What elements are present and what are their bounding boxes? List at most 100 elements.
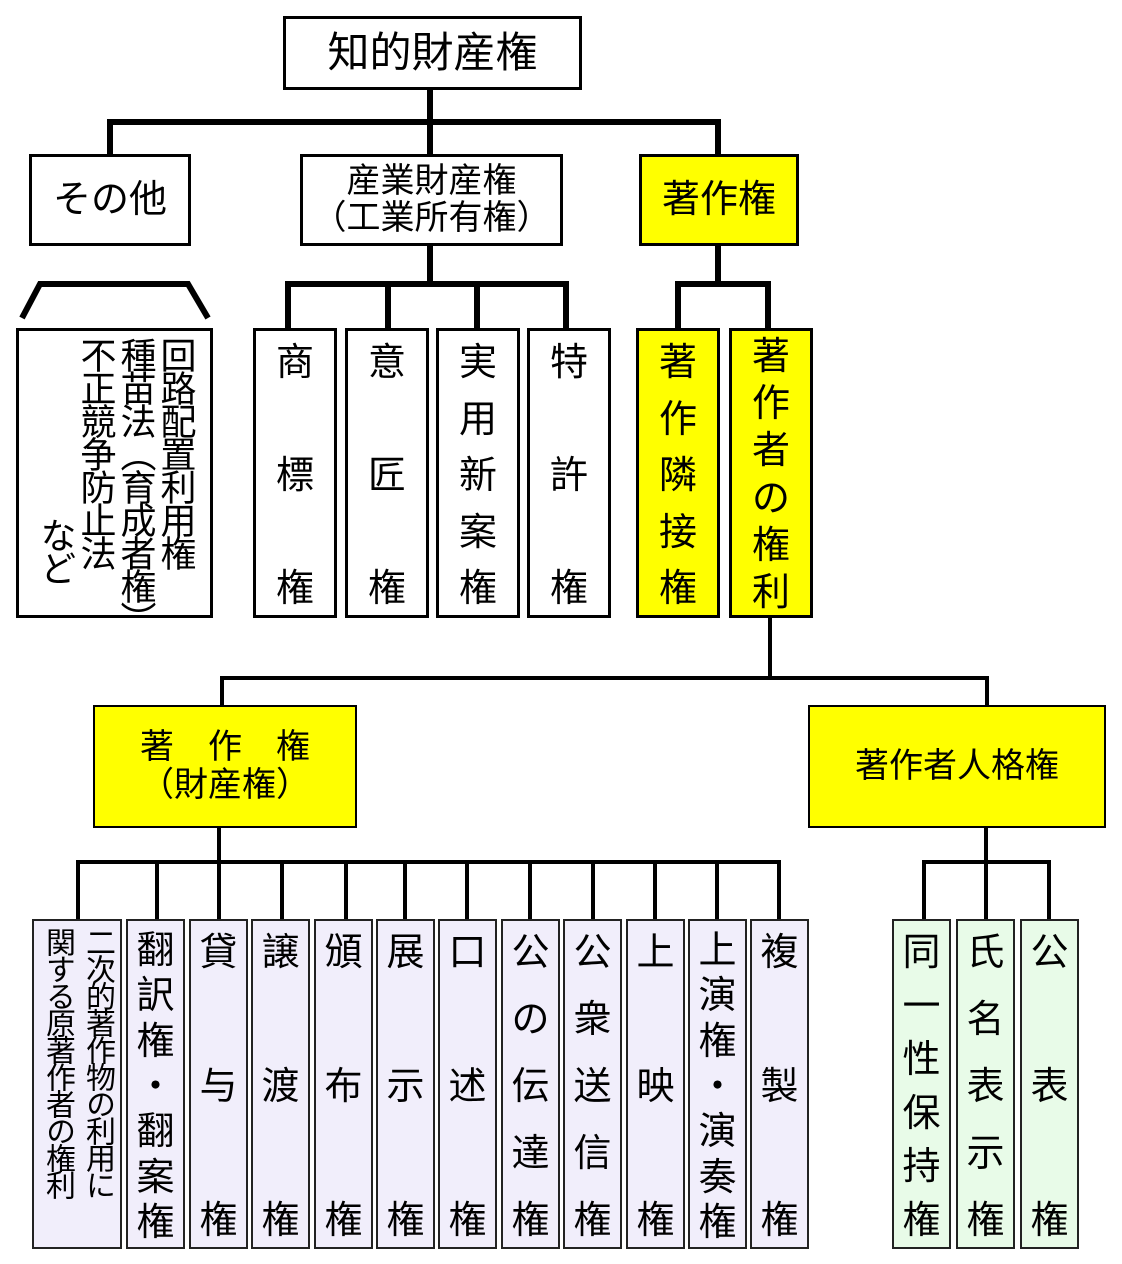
- char: 権: [367, 566, 406, 610]
- char: 権: [386, 1198, 425, 1242]
- char: 権: [902, 1197, 941, 1242]
- char: 者: [751, 428, 790, 473]
- char: 渡: [261, 1064, 300, 1108]
- char: 権: [698, 1199, 737, 1244]
- char: 公: [573, 930, 612, 974]
- char: 権: [698, 1018, 737, 1063]
- right-reproduction: 複 製 権: [750, 919, 809, 1249]
- char: の: [511, 997, 550, 1041]
- right-screening: 上 映 権: [626, 919, 685, 1249]
- char: 隣: [658, 453, 697, 497]
- char: 展: [386, 930, 425, 974]
- char: ・: [698, 1063, 737, 1108]
- char: 商: [275, 340, 314, 384]
- char: 作: [658, 396, 697, 441]
- char: 権: [136, 1018, 175, 1063]
- node-neighboring-rights: 著 作 隣 接 権: [636, 328, 720, 618]
- node-label: 著作権: [661, 177, 776, 222]
- node-label-line1: 産業財産権: [346, 160, 517, 201]
- char: 示: [386, 1064, 425, 1108]
- char: 演: [698, 1109, 737, 1154]
- char: 新: [458, 453, 497, 497]
- char: 意: [367, 340, 406, 384]
- char: 持: [902, 1144, 941, 1189]
- char: 名: [966, 997, 1005, 1041]
- right-recitation: 口 述 権: [438, 919, 497, 1249]
- char: 案: [136, 1154, 175, 1199]
- node-label-line2: （財産権）: [140, 764, 310, 805]
- char: 案: [458, 509, 497, 554]
- right-label-col2: 関する原著作者の権利: [40, 927, 75, 1197]
- char: 権: [549, 566, 588, 610]
- char: 表: [966, 1064, 1005, 1108]
- char: 述: [448, 1064, 487, 1108]
- char: 奏: [698, 1154, 737, 1199]
- node-label: 知的財産権: [327, 27, 538, 77]
- char: 権: [636, 1198, 675, 1242]
- node-label: 著作者人格権: [855, 745, 1059, 786]
- right-performance: 上 演 権 ・ 演 奏 権: [688, 919, 747, 1249]
- char: 貸: [199, 930, 238, 974]
- char: 達: [511, 1131, 550, 1175]
- char: 権: [658, 566, 697, 610]
- right-public-transmission: 公 衆 送 信 権: [563, 919, 622, 1249]
- char: 上: [636, 930, 675, 974]
- node-moral-rights: 著作者人格権: [808, 705, 1106, 828]
- char: 権: [136, 1199, 175, 1244]
- char: 送: [573, 1064, 612, 1108]
- char: 与: [199, 1064, 238, 1108]
- node-label-line1: 著 作 権: [140, 727, 310, 768]
- char: 頒: [324, 930, 363, 974]
- other-item-circuit-layout: 回路配置利用権: [154, 337, 196, 568]
- char: ・: [136, 1063, 175, 1108]
- char: 氏: [966, 930, 1005, 974]
- char: の: [751, 475, 790, 520]
- right-exhibition: 展 示 権: [376, 919, 435, 1249]
- char: 公: [511, 930, 550, 974]
- char: 布: [324, 1064, 363, 1108]
- char: 著: [658, 340, 697, 384]
- node-utility-model-right: 実 用 新 案 権: [436, 328, 520, 618]
- node-design-right: 意 匠 権: [345, 328, 429, 618]
- right-integrity: 同 一 性 保 持 権: [892, 919, 951, 1249]
- char: 一: [902, 983, 941, 1028]
- char: 権: [511, 1198, 550, 1242]
- other-item-etc: など: [34, 517, 76, 583]
- char: 表: [1030, 1064, 1069, 1108]
- char: 権: [1030, 1198, 1069, 1242]
- char: 許: [549, 453, 588, 497]
- right-publication: 公 表 権: [1020, 919, 1079, 1249]
- char: 同: [902, 930, 941, 974]
- char: 権: [760, 1198, 799, 1242]
- char: 権: [448, 1198, 487, 1242]
- char: 保: [902, 1090, 941, 1135]
- node-copyright: 著作権: [639, 154, 799, 246]
- char: 権: [199, 1198, 238, 1242]
- right-lending: 貸 与 権: [189, 919, 248, 1249]
- node-trademark-right: 商 標 権: [253, 328, 337, 618]
- char: 譲: [261, 930, 300, 974]
- char: 用: [458, 396, 497, 441]
- char: 利: [751, 569, 790, 614]
- char: 権: [261, 1198, 300, 1242]
- char: 特: [549, 340, 588, 384]
- char: 翻: [136, 928, 175, 972]
- char: 複: [760, 930, 799, 974]
- node-label-line2: （工業所有権）: [312, 198, 551, 238]
- node-industrial-property: 産業財産権 （工業所有権）: [300, 154, 563, 246]
- char: 著: [751, 334, 790, 378]
- char: 権: [458, 566, 497, 610]
- char: 上: [698, 928, 737, 972]
- other-item-unfair-competition: 不正競争防止法: [74, 337, 116, 568]
- char: 標: [275, 453, 314, 497]
- char: 映: [636, 1064, 675, 1108]
- char: 訳: [136, 973, 175, 1018]
- node-intellectual-property: 知的財産権: [283, 16, 582, 90]
- right-distribution: 頒 布 権: [314, 919, 373, 1249]
- char: 翻: [136, 1109, 175, 1154]
- char: 公: [1030, 930, 1069, 974]
- other-bracket: [19, 281, 211, 320]
- right-attribution: 氏 名 表 示 権: [956, 919, 1015, 1249]
- char: 権: [751, 522, 790, 567]
- char: 衆: [573, 997, 612, 1041]
